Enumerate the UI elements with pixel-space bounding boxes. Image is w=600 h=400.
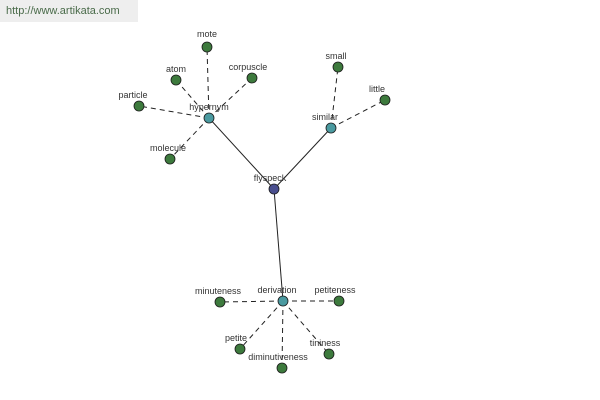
leaf-label-petiteness[interactable]: petiteness [314, 285, 356, 295]
edge-derivation-tininess [282, 300, 330, 355]
leaf-label-tininess[interactable]: tininess [310, 338, 341, 348]
relation-label-hypernym[interactable]: hypernym [189, 102, 229, 112]
leaf-node-tininess[interactable] [323, 348, 335, 360]
url-link[interactable]: http://www.artikata.com [6, 5, 120, 17]
edge-derivation-petite [239, 300, 284, 350]
leaf-label-mote[interactable]: mote [197, 29, 217, 39]
leaf-label-petite[interactable]: petite [225, 333, 247, 343]
edge-similar-small [330, 66, 339, 129]
edge-hypernym-atom [175, 79, 210, 119]
leaf-node-molecule[interactable] [164, 153, 176, 165]
relation-label-derivation[interactable]: derivation [257, 285, 296, 295]
edge-flyspeck-derivation [273, 188, 284, 302]
leaf-label-small[interactable]: small [325, 51, 346, 61]
leaf-node-particle[interactable] [133, 100, 145, 112]
relation-node-similar[interactable] [325, 122, 337, 134]
edge-hypernym-corpuscle [208, 77, 253, 119]
leaf-label-minuteness[interactable]: minuteness [195, 286, 242, 296]
edge-hypernym-mote [206, 46, 210, 119]
edge-derivation-diminutiveness [281, 300, 284, 369]
leaf-label-corpuscle[interactable]: corpuscle [229, 62, 268, 72]
leaf-label-little[interactable]: little [369, 84, 385, 94]
edge-derivation-minuteness [219, 300, 284, 303]
leaf-node-diminutiveness[interactable] [276, 362, 288, 374]
leaf-label-particle[interactable]: particle [118, 90, 147, 100]
leaf-label-molecule[interactable]: molecule [150, 143, 186, 153]
edge-hypernym-molecule [169, 117, 210, 160]
relation-node-hypernym[interactable] [203, 112, 215, 124]
relation-node-derivation[interactable] [277, 295, 289, 307]
leaf-label-atom[interactable]: atom [166, 64, 186, 74]
leaf-node-atom[interactable] [170, 74, 182, 86]
url-banner[interactable]: http://www.artikata.com [0, 0, 138, 22]
edge-flyspeck-hypernym [208, 117, 275, 190]
leaf-node-mote[interactable] [201, 41, 213, 53]
edge-similar-little [330, 99, 386, 129]
leaf-node-little[interactable] [379, 94, 391, 106]
leaf-label-diminutiveness[interactable]: diminutiveness [248, 352, 308, 362]
leaf-node-petite[interactable] [234, 343, 246, 355]
leaf-node-petiteness[interactable] [333, 295, 345, 307]
relation-label-similar[interactable]: similar [312, 112, 338, 122]
edge-flyspeck-similar [273, 127, 332, 190]
leaf-node-corpuscle[interactable] [246, 72, 258, 84]
center-label-flyspeck[interactable]: flyspeck [254, 173, 287, 183]
center-node-flyspeck[interactable] [268, 183, 280, 195]
leaf-node-minuteness[interactable] [214, 296, 226, 308]
leaf-node-small[interactable] [332, 61, 344, 73]
edge-hypernym-particle [138, 105, 210, 119]
